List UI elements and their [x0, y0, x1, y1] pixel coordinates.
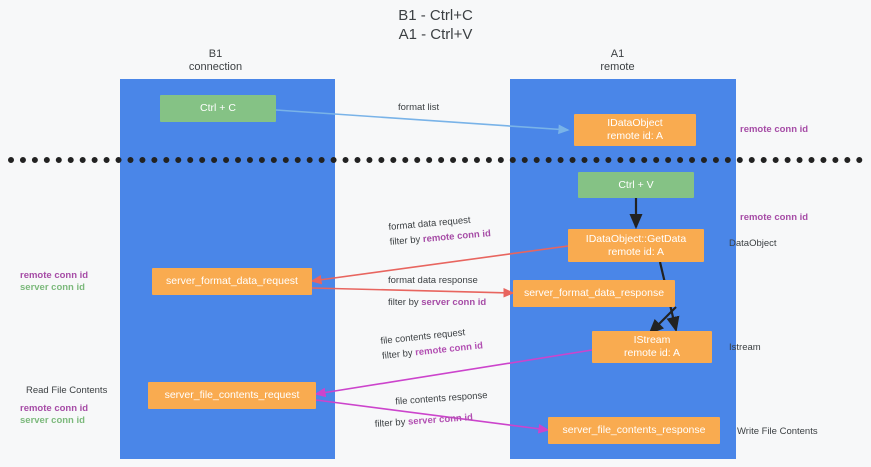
node-ctrl-c[interactable]: Ctrl + C — [160, 95, 276, 122]
annotation-write-file-contents: Write File Contents — [737, 426, 818, 437]
edge-label-file-contents-response-prefix: filter by — [374, 416, 409, 430]
node-server-file-contents-request[interactable]: server_file_contents_request — [148, 382, 316, 409]
annotation-remote-conn-id-mid-text: remote conn id — [740, 212, 809, 223]
annotation-conn-ids-mid-remote: remote conn id — [20, 270, 89, 281]
annotation-remote-conn-id-top: remote conn id — [740, 124, 808, 136]
node-server-format-data-response[interactable]: server_format_data_response — [513, 280, 675, 307]
edge-label-file-contents-response-line-1: file contents response — [394, 390, 488, 408]
node-server-file-contents-request-label: server_file_contents_request — [164, 389, 300, 401]
edge-label-format-data-response-line-1: format data response — [388, 275, 478, 286]
column-header-a1-name: A1 — [610, 48, 625, 60]
annotation-conn-ids-bottom: remote conn id server conn id — [20, 403, 88, 427]
edge-label-file-contents-response-key: server conn id — [407, 412, 474, 428]
column-header-b1-role: connection — [188, 61, 243, 73]
node-ctrl-v-label: Ctrl + V — [618, 178, 654, 191]
node-ctrl-v[interactable]: Ctrl + V — [578, 172, 694, 198]
edge-label-file-contents-request: file contents request filter by remote c… — [380, 325, 484, 362]
node-istream-line-2: remote id: A — [623, 347, 681, 359]
edge-label-format-data-request-key: remote conn id — [422, 228, 492, 246]
annotation-read-file-contents: Read File Contents — [26, 385, 108, 396]
node-idataobject-getdata-line-2: remote id: A — [607, 245, 665, 258]
annotation-conn-ids-bottom-server: server conn id — [20, 415, 85, 426]
node-idataobject-getdata-line-1: IDataObject::GetData — [585, 232, 687, 245]
annotation-dataobject: DataObject — [729, 238, 777, 249]
column-header-b1: B1 connection — [143, 48, 288, 74]
edge-label-format-data-request: format data request filter by remote con… — [388, 213, 491, 249]
annotation-conn-ids-bottom-remote: remote conn id — [20, 403, 89, 414]
node-idataobject-line-2: remote id: A — [606, 130, 664, 142]
annotation-remote-conn-id-top-text: remote conn id — [740, 124, 809, 135]
section-divider — [8, 157, 863, 163]
annotation-conn-ids-mid: remote conn id server conn id — [20, 270, 88, 294]
annotation-istream: Istream — [729, 342, 761, 353]
annotation-conn-ids-mid-server: server conn id — [20, 282, 85, 293]
column-header-a1-role: remote — [600, 61, 635, 73]
column-header-b1-name: B1 — [208, 48, 223, 60]
edge-label-format-data-response-prefix: filter by — [388, 297, 422, 308]
node-server-format-data-request-label: server_format_data_request — [166, 275, 298, 287]
node-server-file-contents-response-label: server_file_contents_response — [562, 424, 706, 436]
edge-label-format-data-response-line-2: filter by server conn id — [388, 297, 486, 309]
node-server-file-contents-response[interactable]: server_file_contents_response — [548, 417, 720, 444]
edge-label-file-contents-response-line-2: filter by server conn id — [374, 411, 489, 431]
edge-label-format-data-response-key: server conn id — [421, 297, 487, 308]
node-istream-line-1: IStream — [633, 334, 671, 346]
annotation-remote-conn-id-mid: remote conn id — [740, 212, 808, 224]
edge-label-format-list: format list — [398, 102, 440, 113]
edge-label-format-data-request-prefix: filter by — [389, 234, 424, 248]
diagram-title: B1 - Ctrl+C A1 - Ctrl+V — [0, 6, 871, 44]
node-istream[interactable]: IStream remote id: A — [592, 331, 712, 363]
diagram-title-line-2: A1 - Ctrl+V — [398, 26, 473, 43]
node-idataobject[interactable]: IDataObject remote id: A — [574, 114, 696, 146]
node-idataobject-getdata[interactable]: IDataObject::GetData remote id: A — [568, 229, 704, 262]
column-header-a1: A1 remote — [545, 48, 690, 74]
diagram-title-line-1: B1 - Ctrl+C — [398, 7, 473, 24]
edge-label-file-contents-response: file contents response filter by server … — [373, 390, 489, 431]
edge-label-file-contents-request-prefix: filter by — [381, 347, 416, 362]
node-server-format-data-response-label: server_format_data_response — [523, 287, 665, 299]
edge-label-format-data-response: format data response filter by server co… — [388, 275, 486, 309]
node-server-format-data-request[interactable]: server_format_data_request — [152, 268, 312, 295]
node-idataobject-line-1: IDataObject — [607, 117, 663, 129]
node-ctrl-c-label: Ctrl + C — [200, 102, 236, 114]
